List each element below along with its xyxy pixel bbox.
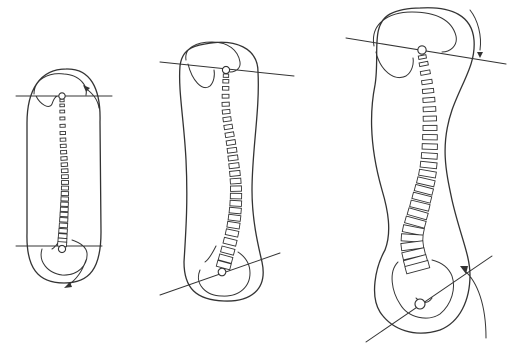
vertebra	[61, 202, 69, 206]
vertebra	[223, 79, 229, 83]
vertebra	[423, 134, 438, 139]
vertebra	[227, 147, 237, 153]
panel-straight-spine	[16, 69, 112, 288]
vertebra	[227, 221, 240, 229]
vertebra	[229, 207, 241, 214]
upper-joint-3	[418, 46, 426, 54]
upper-joint-2	[222, 66, 229, 73]
rotation-arrow-bottom-3	[464, 270, 486, 338]
vertebra	[223, 237, 237, 246]
vertebra	[60, 144, 66, 148]
lower-axis-line-3	[366, 256, 492, 342]
vertebra	[419, 61, 428, 66]
vertebra	[60, 207, 68, 212]
arrowhead-top-3	[477, 52, 483, 58]
vertebra	[422, 88, 434, 93]
vertebra	[223, 117, 231, 122]
vertebra	[61, 150, 67, 154]
vertebra	[222, 94, 229, 98]
vertebra	[422, 144, 437, 150]
vertebra	[60, 104, 65, 107]
vertebra	[222, 86, 228, 90]
vertebra	[60, 110, 65, 113]
vertebra	[60, 217, 68, 222]
vertebra	[420, 161, 437, 169]
vertebra	[423, 125, 437, 130]
vertebra	[225, 229, 239, 237]
upper-joint-1	[59, 93, 65, 99]
vertebra	[60, 124, 65, 127]
vertebra	[61, 169, 68, 173]
vertebra	[423, 97, 435, 102]
vertebra	[222, 102, 229, 106]
vertebra	[61, 186, 68, 190]
lower-joint-2	[218, 268, 226, 276]
vertebra	[60, 138, 66, 141]
vertebra	[60, 212, 68, 217]
vertebral-column-2	[216, 74, 241, 270]
vertebra	[423, 107, 436, 112]
vertebra	[62, 181, 69, 185]
vertebral-column-3	[401, 55, 438, 274]
vertebra	[222, 109, 230, 114]
vertebra	[230, 178, 241, 184]
vertebra	[228, 155, 238, 161]
vertebra	[230, 200, 242, 206]
vertebra	[61, 163, 68, 167]
vertebra	[59, 228, 68, 233]
upper-pelvis-2	[186, 42, 240, 88]
vertebra	[61, 157, 67, 161]
vertebra	[224, 124, 233, 130]
vertebra	[61, 191, 68, 195]
vertebra	[419, 169, 437, 178]
vertebra	[421, 153, 437, 160]
vertebra	[228, 214, 241, 221]
vertebra	[223, 74, 228, 77]
vertebra	[420, 70, 430, 75]
vertebra	[59, 223, 68, 228]
vertebra	[221, 246, 235, 255]
vertebra	[61, 197, 69, 201]
lower-joint-3	[415, 299, 425, 309]
vertebral-column-1	[58, 99, 69, 246]
vertebra	[423, 116, 436, 121]
vertebra	[230, 186, 241, 192]
vertebra	[229, 163, 240, 169]
vertebra	[61, 175, 68, 179]
vertebra	[230, 193, 241, 199]
panel-s-curve-spine	[346, 8, 506, 342]
vertebra	[230, 170, 241, 176]
vertebra	[60, 131, 66, 134]
vertebra	[226, 140, 236, 146]
vertebra	[421, 79, 432, 85]
vertebra	[60, 117, 65, 120]
panel-single-curve-spine	[160, 42, 294, 301]
vertebra	[225, 132, 234, 138]
lower-joint-1	[58, 245, 65, 252]
vertebra	[418, 55, 426, 60]
